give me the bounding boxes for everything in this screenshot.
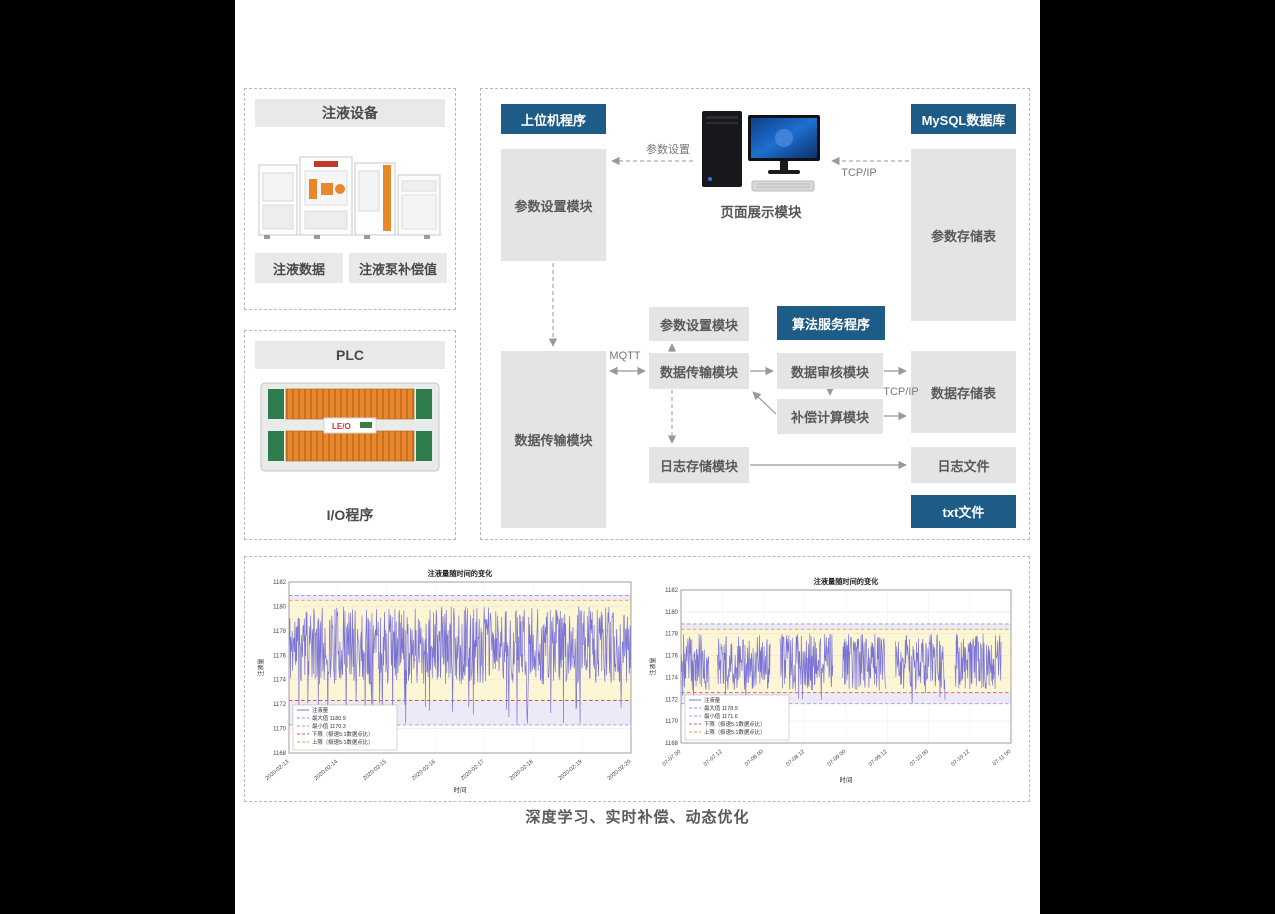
svg-text:1172: 1172: [665, 697, 679, 703]
module-data-trans-left: 数据传输模块: [501, 351, 606, 528]
injection-data-label: 注液数据: [255, 253, 343, 283]
svg-text:下限（极速5:1数据点比）: 下限（极速5:1数据点比）: [704, 720, 765, 728]
svg-text:最大值 1178.9: 最大值 1178.9: [704, 704, 738, 712]
param-setting-arrow-label: 参数设置: [646, 144, 690, 156]
svg-text:上限（极速5:1数据点比）: 上限（极速5:1数据点比）: [312, 738, 373, 746]
mysql-db-badge: MySQL数据库: [911, 104, 1016, 134]
svg-text:1182: 1182: [665, 588, 679, 594]
computer-image: [696, 107, 826, 199]
module-log-file: 日志文件: [911, 447, 1016, 483]
architecture-panel: 上位机程序 MySQL数据库 算法服务程序 txt文件 参数设置模块 数据传输模…: [480, 88, 1030, 540]
svg-text:注液量: 注液量: [312, 706, 329, 714]
plc-panel: PLC LE/O: [244, 330, 456, 540]
plc-image: LE/O: [245, 375, 455, 484]
svg-text:时间: 时间: [454, 785, 467, 794]
content-area: 注液设备: [235, 0, 1040, 914]
module-param-setting-left: 参数设置模块: [501, 149, 606, 261]
svg-text:1180: 1180: [665, 610, 679, 616]
svg-text:LE/O: LE/O: [332, 422, 351, 431]
tcpip-top-label: TCP/IP: [841, 167, 877, 179]
mqtt-label: MQTT: [609, 350, 641, 362]
svg-text:1172: 1172: [273, 702, 287, 708]
svg-text:下限（极速5:1数据点比）: 下限（极速5:1数据点比）: [312, 730, 373, 738]
svg-text:上限（极速5:1数据点比）: 上限（极速5:1数据点比）: [704, 728, 765, 736]
equipment-panel: 注液设备: [244, 88, 456, 310]
module-param-setting-mid: 参数设置模块: [649, 307, 749, 341]
svg-text:最大值 1180.9: 最大值 1180.9: [312, 714, 346, 722]
svg-text:1180: 1180: [273, 604, 287, 610]
svg-text:1176: 1176: [665, 654, 679, 660]
svg-text:1168: 1168: [665, 741, 679, 747]
module-log-store: 日志存储模块: [649, 447, 749, 483]
module-param-store: 参数存储表: [911, 149, 1016, 321]
equipment-panel-title: 注液设备: [255, 99, 445, 127]
svg-text:注液量随时间的变化: 注液量随时间的变化: [428, 569, 494, 578]
module-data-trans-mid: 数据传输模块: [649, 353, 749, 389]
svg-text:1170: 1170: [665, 719, 679, 725]
svg-text:1176: 1176: [273, 653, 287, 659]
host-program-badge: 上位机程序: [501, 104, 606, 134]
module-data-audit: 数据审核模块: [777, 353, 883, 389]
svg-text:1174: 1174: [665, 675, 679, 681]
svg-text:1170: 1170: [273, 727, 287, 733]
io-program-label: I/O程序: [326, 507, 374, 523]
svg-text:1168: 1168: [273, 751, 287, 757]
algorithm-service-badge: 算法服务程序: [777, 306, 885, 340]
svg-text:1182: 1182: [273, 580, 287, 586]
svg-text:注液量: 注液量: [649, 657, 657, 675]
tcpip-right-label: TCP/IP: [883, 386, 919, 398]
svg-text:注液量随时间的变化: 注液量随时间的变化: [814, 577, 880, 586]
svg-text:最小值 1171.6: 最小值 1171.6: [704, 712, 738, 720]
svg-text:1178: 1178: [273, 629, 287, 635]
svg-text:最小值 1170.3: 最小值 1170.3: [312, 722, 346, 730]
footer-caption: 深度学习、实时补偿、动态优化: [525, 809, 750, 826]
page-display-label: 页面展示模块: [720, 205, 802, 220]
svg-text:注液量: 注液量: [257, 658, 265, 676]
svg-text:注液量: 注液量: [704, 696, 721, 704]
module-data-store: 数据存储表: [911, 351, 1016, 433]
injection-equipment-image: [245, 133, 455, 250]
svg-text:时间: 时间: [840, 775, 853, 784]
plc-panel-title: PLC: [255, 341, 445, 369]
module-comp-calc: 补偿计算模块: [777, 399, 883, 434]
svg-text:1178: 1178: [665, 632, 679, 638]
svg-text:1174: 1174: [273, 678, 287, 684]
pump-compensation-label: 注液泵补偿值: [349, 253, 447, 283]
txt-file-badge: txt文件: [911, 495, 1016, 528]
